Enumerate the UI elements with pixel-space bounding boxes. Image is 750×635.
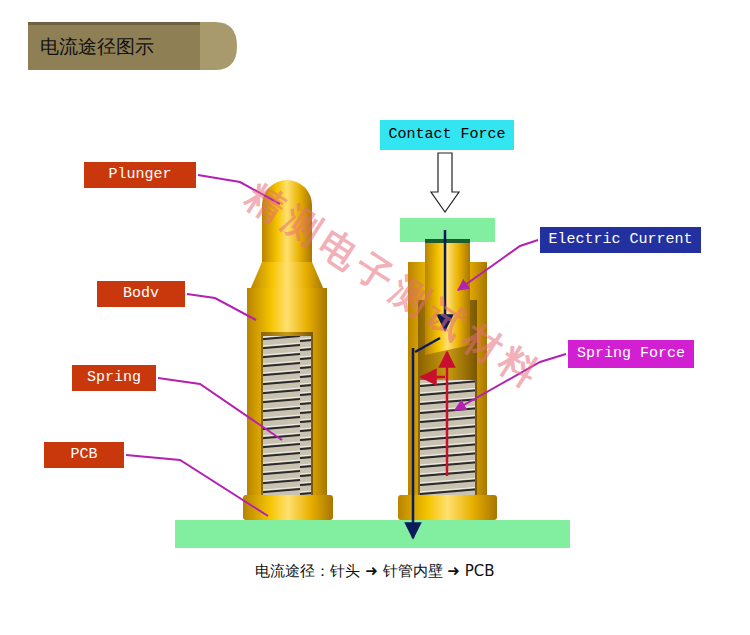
leader-line (158, 378, 282, 440)
spring-force-arrow (446, 352, 449, 476)
label-text: Spring Force (577, 346, 685, 363)
leader-line (458, 240, 538, 290)
spring-shape (263, 336, 311, 497)
contact-line (425, 239, 470, 243)
caption: 电流途径：针头 ➜ 针管内壁 ➜ PCB (0, 562, 750, 581)
watermark: 精测电子测试材料 (236, 172, 552, 401)
label-text: Spring (87, 370, 141, 387)
label-text: Electric Current (548, 232, 692, 249)
page-title: 电流途径图示 (40, 34, 154, 60)
contact-plate (400, 218, 495, 242)
label-text: Plunger (108, 167, 171, 184)
label-text: PCB (70, 447, 97, 464)
title-tab (28, 22, 200, 70)
title-tab (28, 22, 237, 70)
spring-force-arrow (421, 376, 445, 379)
body-shape (247, 288, 327, 497)
leader-line (187, 294, 256, 320)
current-arrow (412, 348, 415, 538)
label-text: Bodv (123, 286, 159, 303)
leader-line (126, 455, 268, 516)
part-label: Bodv (97, 281, 185, 307)
plunger-collar (250, 262, 324, 290)
part-label: PCB (44, 442, 124, 468)
label-text: Contact Force (388, 127, 505, 144)
body-window (261, 332, 313, 497)
part-label: Spring (72, 365, 156, 391)
force-label: Spring Force (568, 340, 694, 368)
part-label: Plunger (84, 162, 196, 188)
force-arrow (431, 153, 459, 212)
pcb-board (175, 520, 570, 548)
force-label: Contact Force (380, 120, 514, 150)
current-label: Electric Current (540, 227, 701, 253)
title-tab-edge (28, 22, 200, 25)
